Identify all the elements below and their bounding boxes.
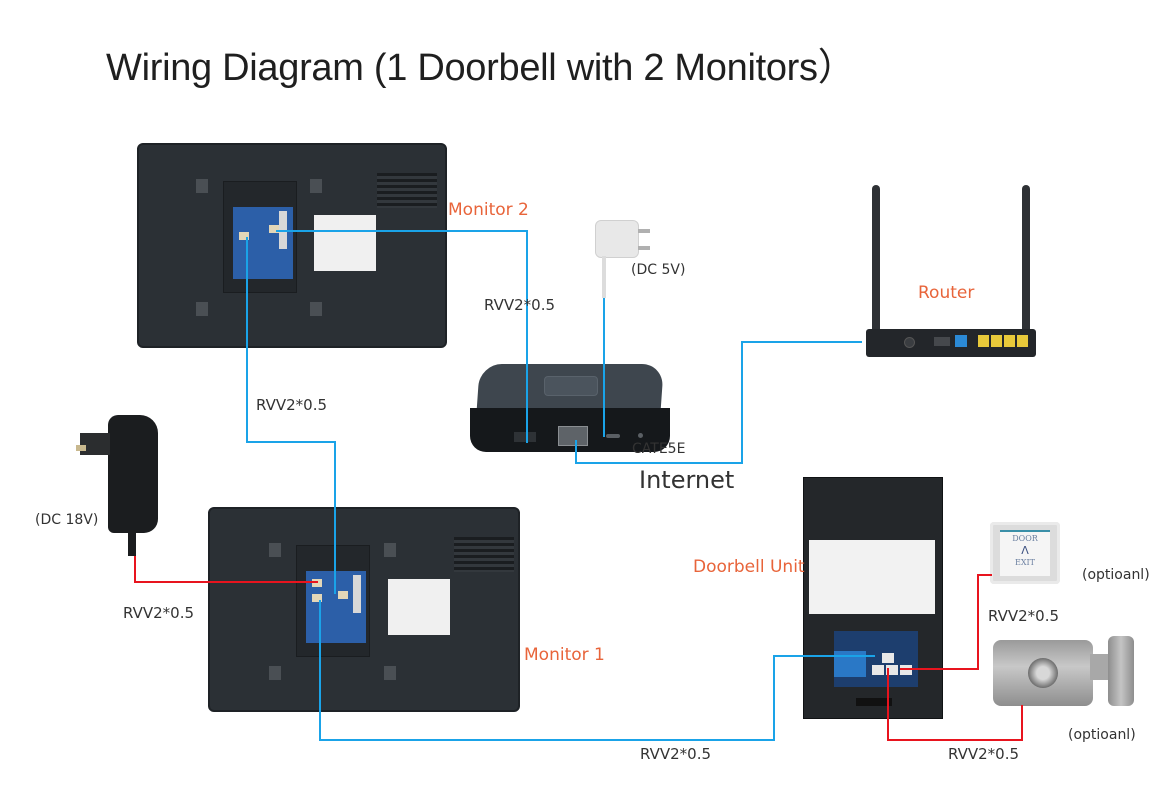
wire-monitor1-to-doorbell <box>319 600 875 741</box>
wire-doorbell-to-lock <box>887 668 1023 741</box>
dc5v-adapter-cable <box>602 256 606 298</box>
dc5v-adapter-pin <box>638 246 650 250</box>
diagram-title: Wiring Diagram (1 Doorbell with 2 Monito… <box>106 47 856 89</box>
network-box-usb-port <box>606 434 620 438</box>
monitor-2-mount-slot <box>196 302 208 316</box>
monitor-2-mount-slot <box>310 179 322 193</box>
doorbell-slot <box>856 698 892 706</box>
lock-bolt <box>1090 654 1110 680</box>
exit-button-optional-label: (optioanl) <box>1082 567 1150 583</box>
wire-dc18v-to-monitor1 <box>134 556 318 583</box>
dc5v-adapter <box>595 220 639 258</box>
wire-monitor2-to-monitor1 <box>246 237 336 594</box>
dc18v-adapter-cable <box>128 530 136 556</box>
monitor-2-vent <box>377 173 437 208</box>
internet-label: Internet <box>639 466 735 494</box>
doorbell-connector <box>872 665 884 675</box>
exit-button-face <box>1000 530 1050 576</box>
cable-label-monitor2-monitor1: RVV2*0.5 <box>256 396 328 414</box>
exit-button-device: DOOR ⴷ EXIT <box>990 522 1060 584</box>
dc18v-adapter-prong <box>80 433 110 455</box>
exit-button-text-door: DOOR <box>1012 534 1038 543</box>
doorbell-connector <box>886 665 898 675</box>
monitor-1-connector <box>353 575 361 613</box>
monitor-1-mount-slot <box>384 543 396 557</box>
network-box-power-port <box>514 432 536 442</box>
cable-label-cat5e: CATE5E <box>632 441 686 457</box>
monitor-2-connector <box>239 232 249 240</box>
monitor-1-device <box>208 507 520 712</box>
doorbell-unit-device <box>803 477 943 719</box>
lock-optional-label: (optioanl) <box>1068 727 1136 743</box>
dc5v-label: (DC 5V) <box>631 262 686 278</box>
router-lan-ports <box>978 335 1028 347</box>
monitor-1-mount-slot <box>384 666 396 680</box>
dc5v-adapter-pin <box>638 229 650 233</box>
wire-doorbell-to-exit <box>900 574 992 670</box>
router-wan-port <box>955 335 967 347</box>
network-box-ethernet-port <box>558 426 588 446</box>
doorbell-spec-label <box>809 540 935 614</box>
dc18v-adapter <box>108 415 158 533</box>
monitor-2-device <box>137 143 447 348</box>
dc18v-adapter-pin <box>76 445 86 451</box>
monitor-2-spec-label <box>314 215 376 271</box>
router-label: Router <box>918 283 975 303</box>
monitor-1-label: Monitor 1 <box>524 645 605 665</box>
monitor-1-mount-slot <box>269 666 281 680</box>
monitor-2-mount-slot <box>196 179 208 193</box>
router-antenna-left <box>872 185 880 343</box>
router-device <box>860 185 1040 375</box>
key-icon: ⴷ <box>1021 545 1029 557</box>
monitor-1-vent <box>454 537 514 572</box>
monitor-1-spec-label <box>388 579 450 635</box>
lock-cylinder <box>1028 658 1058 688</box>
network-box-button <box>544 376 598 396</box>
lock-strike <box>1108 636 1134 706</box>
cable-label-doorbell-exit: RVV2*0.5 <box>988 607 1060 625</box>
monitor-2-label: Monitor 2 <box>448 200 529 220</box>
electric-lock-device <box>990 636 1135 708</box>
network-box-device <box>468 364 672 454</box>
monitor-1-mount-slot <box>269 543 281 557</box>
dc18v-label: (DC 18V) <box>35 512 99 528</box>
router-antenna-right <box>1022 185 1030 343</box>
exit-button-text-exit: EXIT <box>1014 558 1036 567</box>
monitor-1-connector <box>312 594 322 602</box>
cable-label-monitor1-doorbell: RVV2*0.5 <box>640 745 712 763</box>
doorbell-unit-label: Doorbell Unit <box>693 557 805 577</box>
cable-label-doorbell-lock: RVV2*0.5 <box>948 745 1020 763</box>
wire-box-to-router <box>575 341 862 464</box>
router-usb-port <box>934 337 950 346</box>
router-power-button <box>904 337 915 348</box>
cable-label-monitor2-box: RVV2*0.5 <box>484 296 556 314</box>
monitor-2-mount-slot <box>310 302 322 316</box>
monitor-1-connector <box>338 591 348 599</box>
cable-label-psu-monitor1: RVV2*0.5 <box>123 604 195 622</box>
network-box-reset-hole <box>638 433 643 438</box>
wire-monitor2-to-box <box>276 230 528 443</box>
monitor-2-connector <box>269 225 279 233</box>
doorbell-connector <box>882 653 894 663</box>
